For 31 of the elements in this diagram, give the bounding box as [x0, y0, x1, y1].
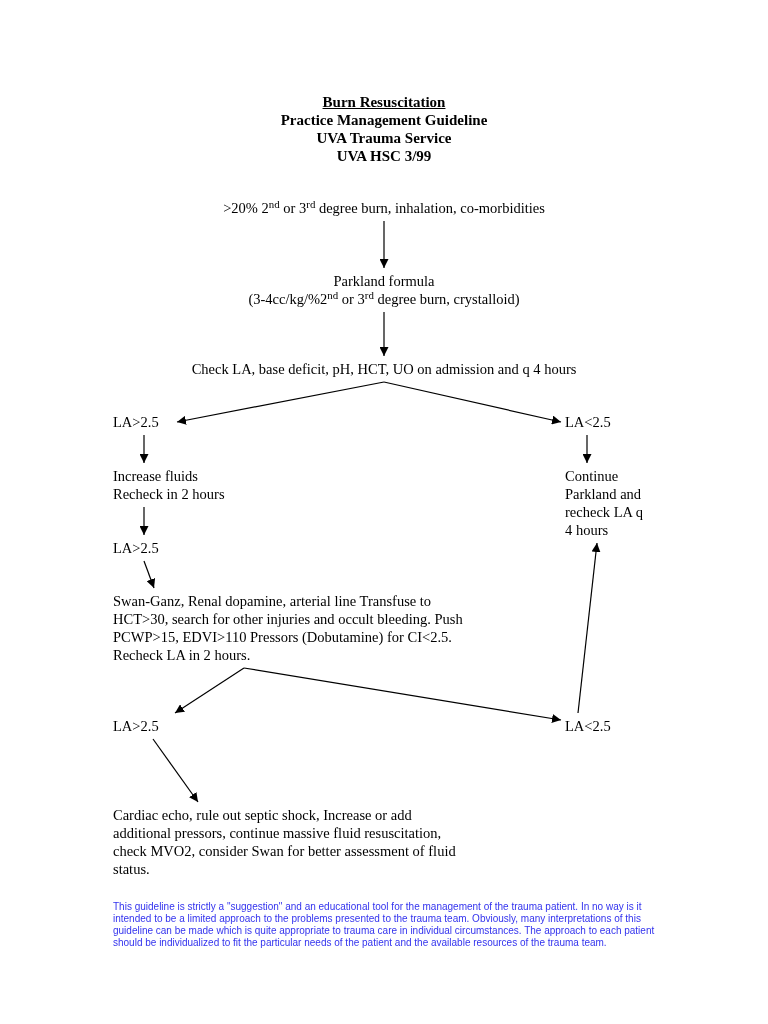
step-text: LA<2.5	[565, 413, 611, 431]
step-text: Increase fluids	[113, 467, 198, 485]
subtitle: UVA HSC 3/99	[336, 147, 432, 165]
arrow	[174, 667, 245, 714]
step-text: LA<2.5	[565, 717, 611, 735]
step-text: Parkland formula	[333, 272, 435, 290]
arrow	[139, 506, 149, 536]
arrow	[383, 381, 562, 425]
arrow	[379, 311, 389, 357]
step-text: LA>2.5	[113, 413, 159, 431]
arrow	[582, 434, 592, 464]
step-text: Cardiac echo, rule out septic shock, Increase or add additional pressors, continue massive fluid resuscitation, check MVO2, consider Swan for better assessment of fluid status.	[113, 806, 457, 878]
arrow	[139, 434, 149, 464]
arrow	[152, 738, 199, 803]
arrow	[243, 667, 562, 723]
subtitle: UVA Trauma Service	[316, 129, 452, 147]
title: Burn Resuscitation	[322, 93, 446, 111]
step-text: Swan-Ganz, Renal dopamine, arterial line Transfuse to HCT>30, search for other injuries and occult bleeding. Push PCWP>15, EDVI>110 Pressors (Dobutamine) for CI<2.5. Recheck LA in 2 hours.	[113, 592, 464, 664]
arrow	[577, 542, 601, 714]
arrow	[379, 220, 389, 269]
step-text: Recheck in 2 hours	[113, 485, 225, 503]
step-text: (3-4cc/kg/%2$^{nd}$ or 3$^{rd}$ degree burn, crystalloid)	[248, 290, 520, 308]
step-text: >20% 2$^{nd}$ or 3$^{rd}$ degree burn, inhalation, co-morbidities	[223, 199, 545, 217]
step-text: Check LA, base deficit, pH, HCT, UO on admission and q 4 hours	[191, 360, 577, 378]
step-text: Continue Parkland and recheck LA q 4 hours	[565, 467, 645, 539]
arrow	[143, 560, 156, 589]
subtitle: Practice Management Guideline	[280, 111, 488, 129]
step-text: LA>2.5	[113, 539, 159, 557]
arrow	[176, 381, 385, 425]
step-text: LA>2.5	[113, 717, 159, 735]
disclaimer-note: This guideline is strictly a "suggestion" and an educational tool for the management of the trauma patient. In no way is it intended to be a limited approach to the problems presented to the trauma team. Obviously, many interpretations of this guideline can be made which is quite appropriate to trauma care in individual circumstances. The approach to each patient should be individualized to fit the particular needs of the patient and the available resources of the trauma team.	[113, 901, 656, 949]
